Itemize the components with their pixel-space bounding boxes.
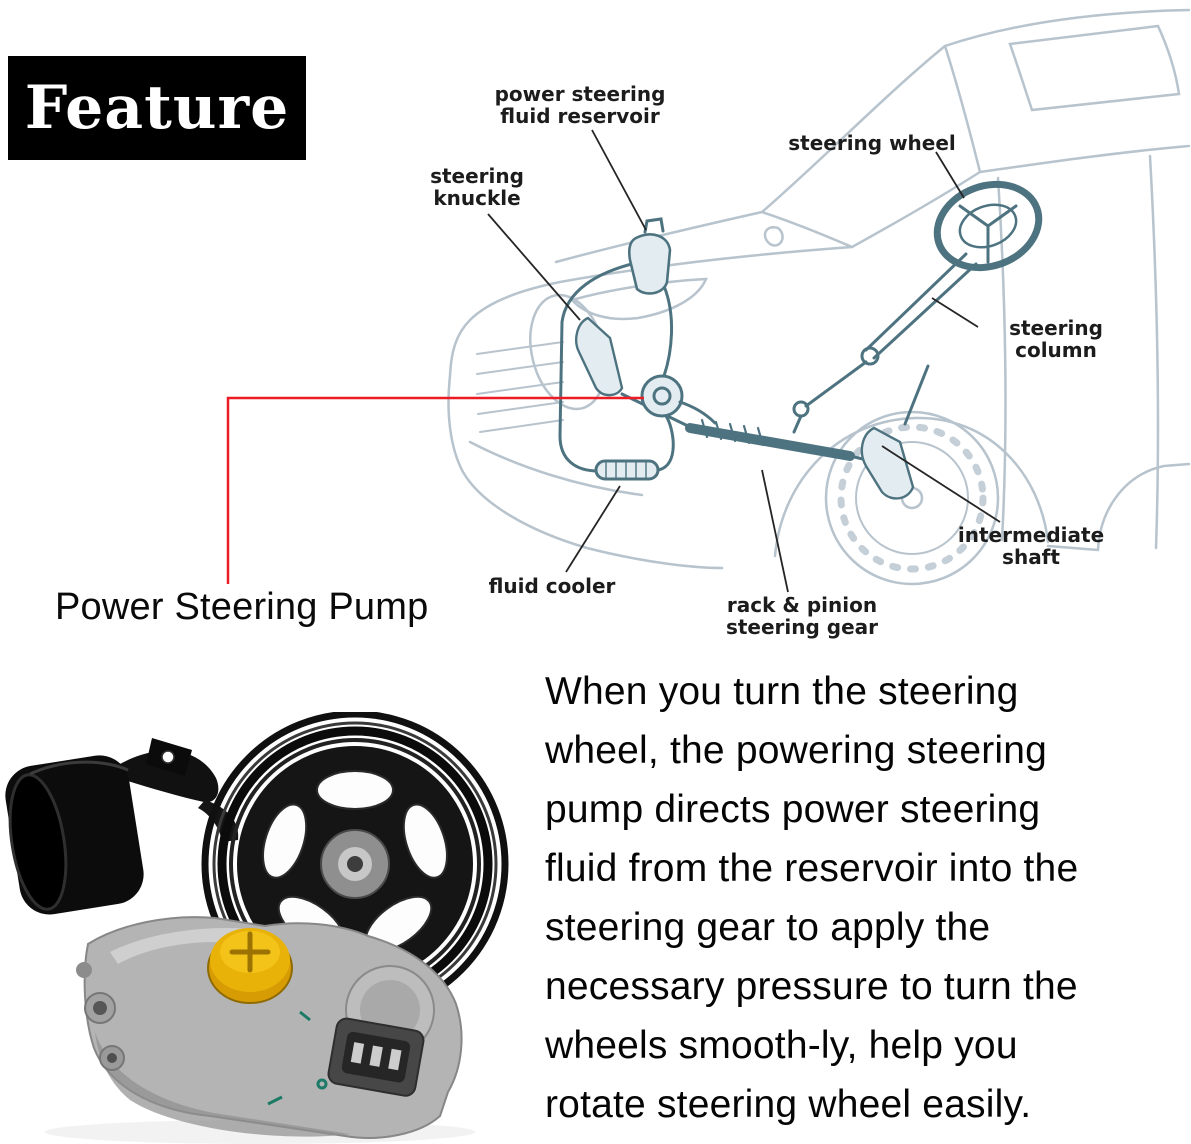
pump-shape [640, 374, 684, 418]
rack-pinion-shape [685, 423, 855, 461]
label-fluid-reservoir: power steering fluid reservoir [494, 82, 666, 129]
knuckle-shape [575, 316, 624, 397]
car-body-sketch [447, 8, 1191, 570]
pump-reservoir [5, 738, 239, 915]
pump-caption: Power Steering Pump [55, 586, 429, 628]
reservoir-shape [627, 233, 672, 295]
pump-callout-line [226, 396, 644, 584]
steering-system [558, 180, 1043, 500]
inspection-marks [267, 1010, 328, 1106]
pump-product-photo [5, 712, 509, 1144]
label-rack-pinion: rack & pinion steering gear [725, 593, 879, 640]
label-pointer-lines [487, 129, 1001, 593]
car-steering-diagram [226, 8, 1191, 593]
description-text: When you turn the steering wheel, the po… [545, 670, 1079, 1126]
label-steering-knuckle: steering knuckle [430, 164, 524, 211]
label-steering-wheel: steering wheel [788, 131, 956, 155]
electrical-connector [327, 1017, 425, 1097]
label-fluid-cooler: fluid cooler [488, 574, 616, 598]
steering-wheel-shape [933, 180, 1043, 272]
steering-column-shape [864, 252, 978, 360]
feature-badge: Feature [8, 56, 306, 160]
label-intermediate-shaft: intermediate shaft [957, 523, 1105, 570]
intermediate-shaft-shape [804, 360, 868, 408]
label-steering-column: steering column [1009, 316, 1103, 363]
flow-control-cap [207, 928, 293, 1004]
feature-label: Feature [24, 73, 290, 143]
